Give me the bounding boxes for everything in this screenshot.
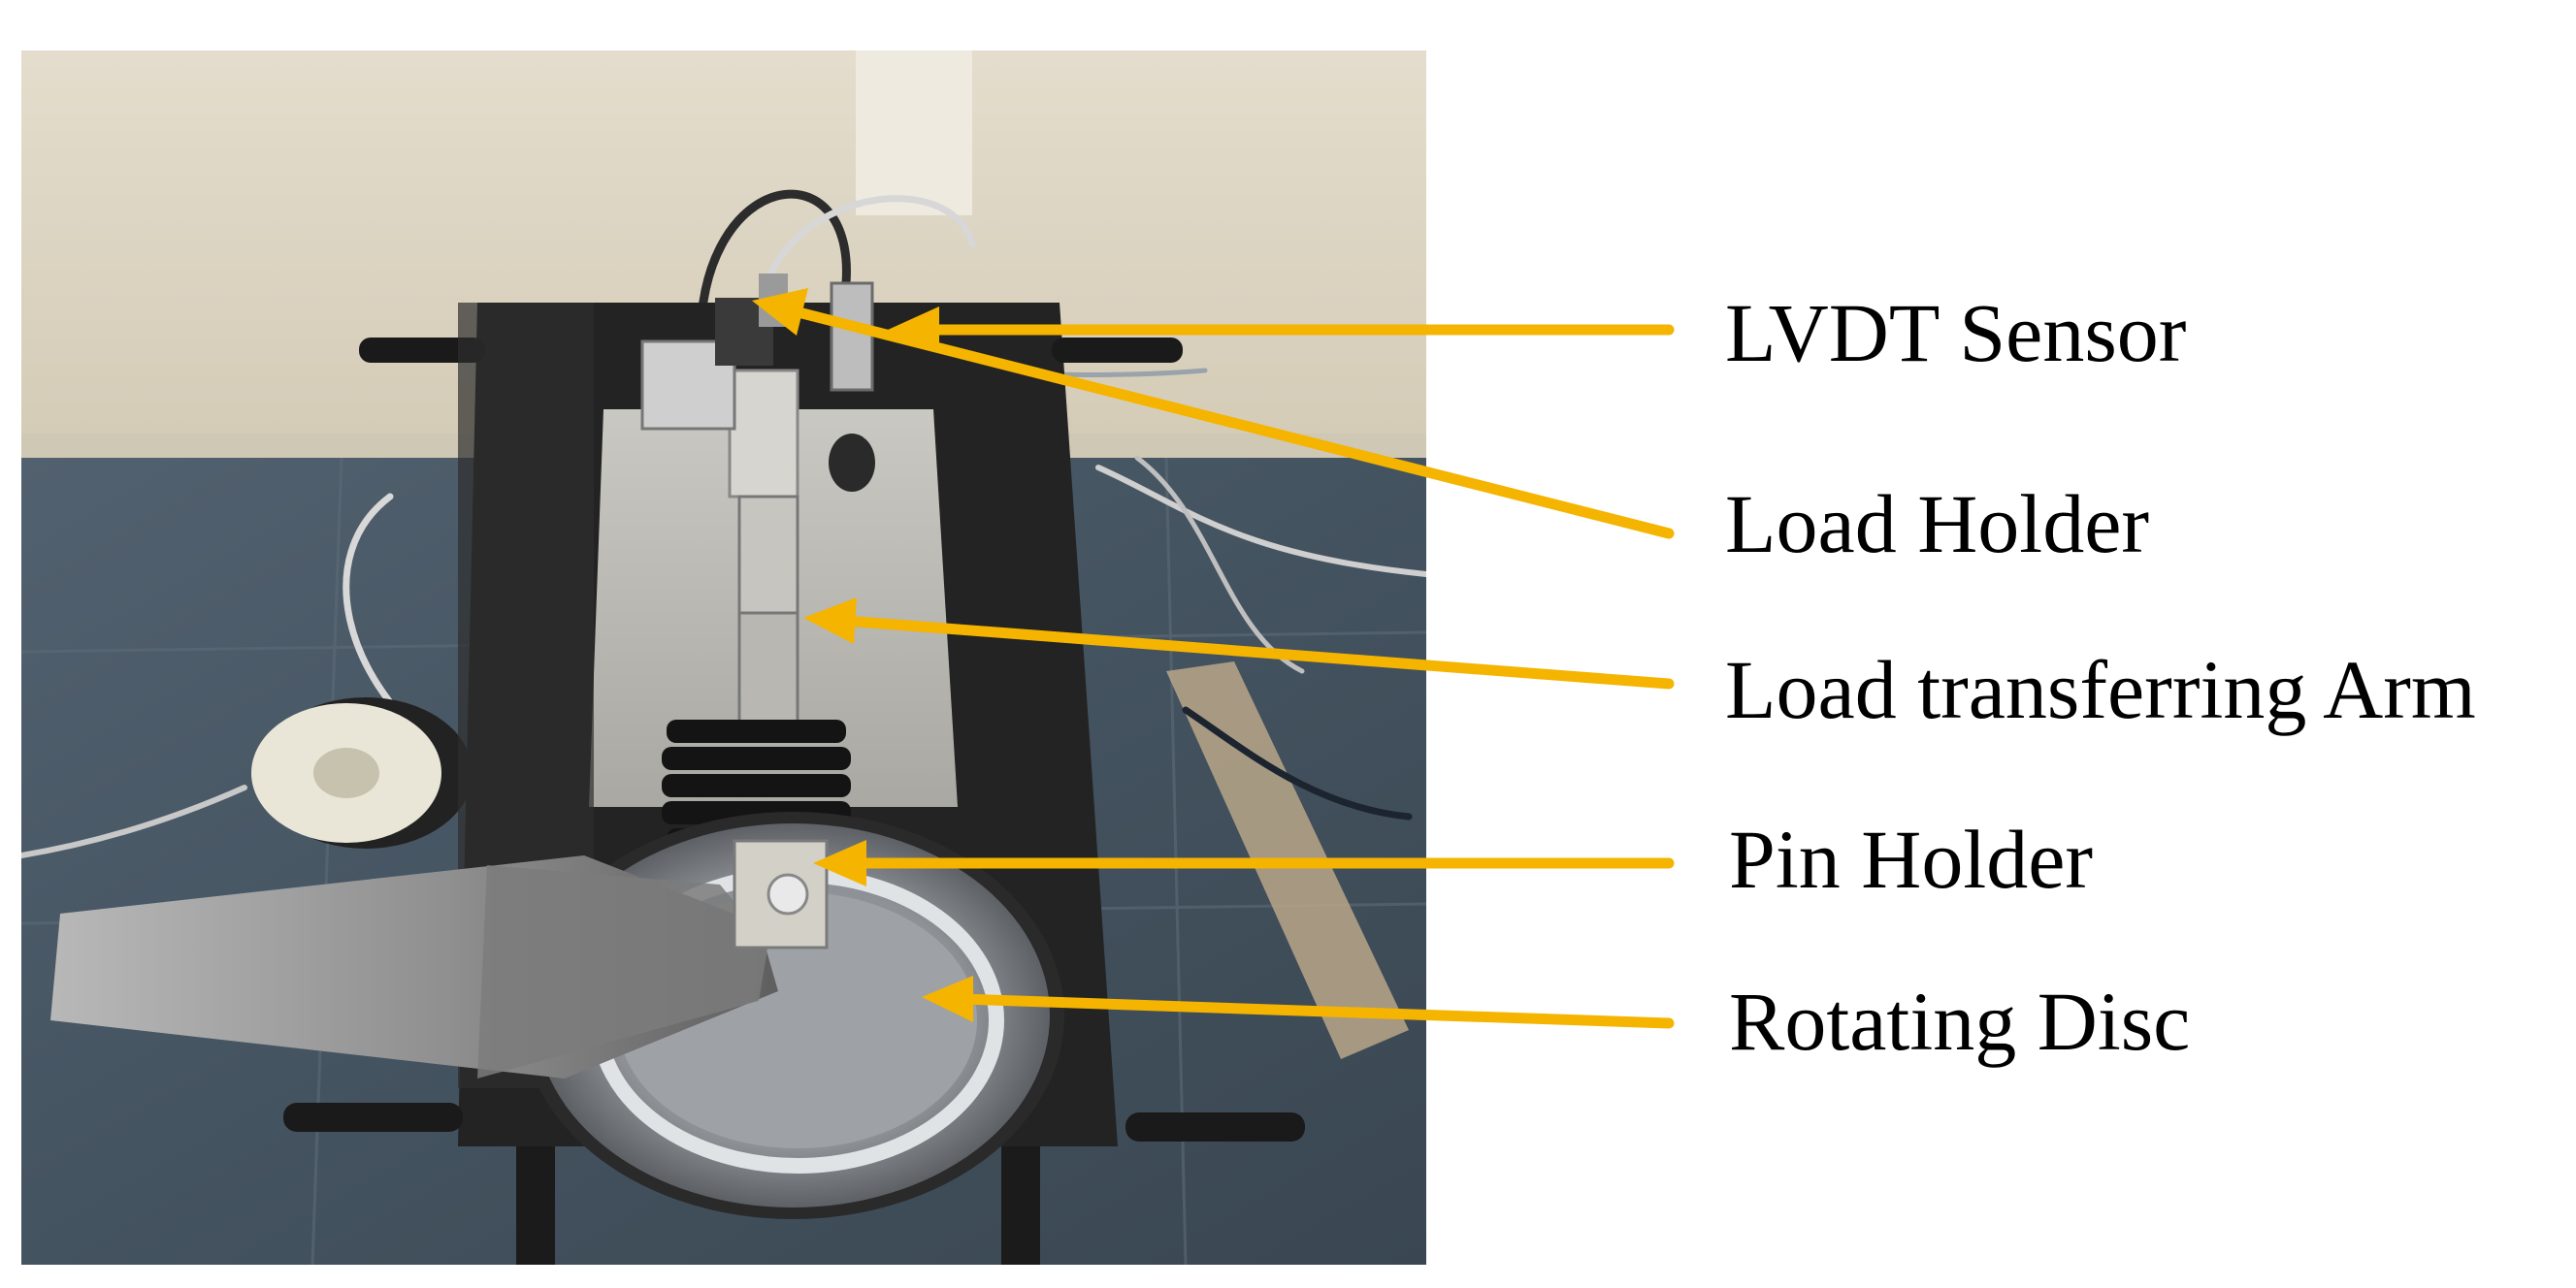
label-pin-holder: Pin Holder xyxy=(1729,813,2094,906)
label-load-holder: Load Holder xyxy=(1725,477,2150,570)
tribometer-photo xyxy=(21,50,1426,1265)
label-lvdt-sensor: LVDT Sensor xyxy=(1725,286,2187,379)
label-rotating-disc: Rotating Disc xyxy=(1729,975,2191,1068)
label-load-transferring-arm: Load transferring Arm xyxy=(1725,643,2476,736)
